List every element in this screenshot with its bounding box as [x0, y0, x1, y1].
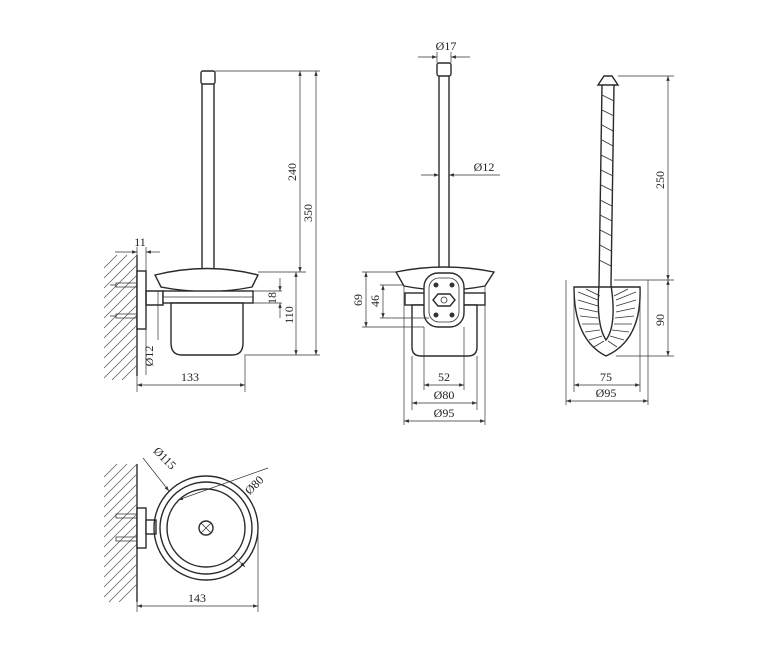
- dim-label-240: 240: [285, 163, 299, 181]
- top-cup: [166, 488, 246, 568]
- top-wall-hatch: [103, 463, 138, 603]
- dim-label-75: 75: [600, 370, 612, 384]
- dim-side-wall-offset: 11: [115, 235, 160, 271]
- front-nut: [432, 293, 456, 307]
- brush-rod-twist: [598, 94, 615, 267]
- brush-core: [597, 284, 614, 342]
- dim-front-widths: 52 Ø80 Ø95: [403, 286, 486, 425]
- dim-label-o12-front: Ø12: [474, 160, 495, 174]
- dim-label-69: 69: [351, 294, 365, 306]
- side-arm: [145, 290, 164, 306]
- side-wall-plate: [136, 270, 147, 330]
- side-bowl: [153, 267, 260, 293]
- dim-side-cup: 110: [282, 272, 298, 355]
- dim-label-46: 46: [368, 295, 382, 307]
- dim-top-depth: 143: [136, 528, 259, 612]
- dim-label-o17: Ø17: [436, 39, 457, 53]
- dim-label-52: 52: [438, 370, 450, 384]
- dim-front-knob: Ø17: [418, 39, 470, 63]
- dim-label-143: 143: [188, 591, 206, 605]
- brush-bristles: [577, 288, 637, 348]
- dim-side-rod-diameter: Ø12: [142, 291, 159, 375]
- top-arm: [145, 519, 157, 535]
- brush-head: [573, 286, 641, 357]
- side-cup: [170, 302, 244, 356]
- dim-label-o115: Ø115: [151, 444, 179, 472]
- side-wall-hatch: [103, 254, 138, 381]
- dim-label-o95-brush: Ø95: [596, 386, 617, 400]
- front-view: Ø17 Ø12 69 46 52: [351, 39, 500, 425]
- dim-side-ring: 18: [253, 278, 282, 318]
- dim-label-90: 90: [653, 314, 667, 326]
- side-view: 11 240 350 18 110 Ø12: [103, 70, 320, 392]
- front-knob: [436, 62, 452, 77]
- dim-label-o12-side: Ø12: [142, 346, 156, 367]
- dim-label-250: 250: [653, 171, 667, 189]
- brush-view: 250 90 75 Ø95: [565, 75, 674, 405]
- brush-cap: [596, 75, 620, 86]
- dim-brush-heights: 250 90: [614, 75, 674, 357]
- dim-front-heights: 69 46: [351, 271, 429, 328]
- dim-label-11: 11: [134, 235, 146, 249]
- dim-label-18: 18: [265, 292, 279, 304]
- dim-side-heights: 240 350: [215, 70, 320, 356]
- dim-label-350: 350: [301, 204, 315, 222]
- dim-side-depth: 133: [136, 356, 246, 392]
- dim-label-o95-front: Ø95: [434, 406, 455, 420]
- top-wall-plate: [136, 507, 147, 549]
- top-view: Ø115 Ø80 143: [103, 444, 269, 612]
- dim-brush-widths: 75 Ø95: [565, 280, 649, 405]
- dim-top-inner: Ø80: [177, 467, 269, 568]
- side-knob: [200, 70, 216, 85]
- top-inner-ring: [159, 481, 253, 575]
- dim-label-o80-front: Ø80: [434, 388, 455, 402]
- dim-label-110: 110: [282, 306, 296, 324]
- dim-front-rod: Ø12: [421, 160, 500, 177]
- dim-top-outer: Ø115: [142, 444, 179, 492]
- dim-label-133: 133: [181, 370, 199, 384]
